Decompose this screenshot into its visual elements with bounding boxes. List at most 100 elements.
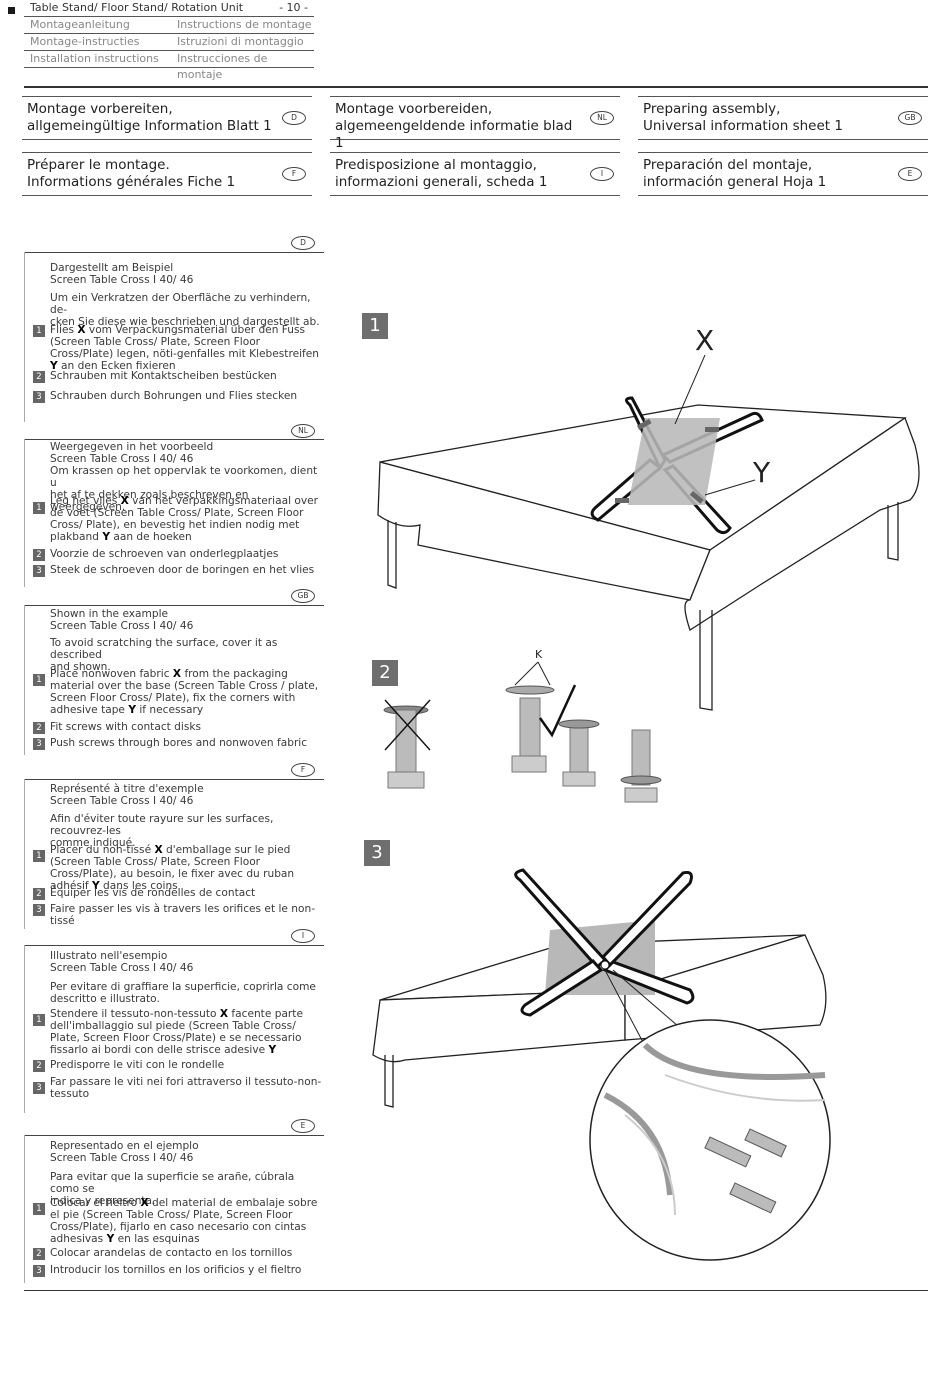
step-text-part: Place nonwoven fabric	[50, 668, 173, 680]
figure-number-3: 3	[364, 840, 390, 866]
step-text: Push screws through bores and nonwoven f…	[50, 737, 308, 749]
title-box-es: Preparación del montaje,información gene…	[638, 152, 928, 196]
intro-text: Screen Table Cross I 40/ 46	[50, 795, 194, 807]
section-side-line	[24, 1135, 25, 1283]
figure-number-1: 1	[362, 313, 388, 339]
intro-text: Screen Table Cross I 40/ 46	[50, 1152, 194, 1164]
page-number: - 10 -	[279, 1, 308, 14]
lang-badge: GB	[291, 589, 315, 603]
intro-text: Afin d'éviter toute rayure sur les surfa…	[50, 813, 274, 837]
label-y-ref: Y	[128, 704, 136, 716]
step-text-part: Flies	[50, 324, 78, 336]
label-y-ref: Y	[268, 1044, 277, 1056]
step-number: 2	[33, 371, 45, 383]
label-x-ref: X	[172, 668, 182, 680]
lang-badge: GB	[898, 111, 922, 125]
title-line: Montage vorbereiten,	[27, 101, 173, 117]
title-box-it: Predisposizione al montaggio,informazion…	[330, 152, 620, 196]
step-number: 2	[33, 888, 45, 900]
label-x-ref: X	[140, 1197, 149, 1209]
step-number: 1	[33, 850, 45, 862]
step-text: Stendere il tessuto-non-tessuto X facent…	[50, 1008, 325, 1056]
label-y: Y	[752, 456, 771, 489]
section-intro-gb: Shown in the example Screen Table Cross …	[50, 608, 325, 673]
header-row: Table Stand/ Floor Stand/ Rotation Unit …	[24, 0, 314, 17]
step-text: Colocar el fieltro X del material de emb…	[50, 1197, 325, 1245]
step-text-part: vom Verpackungsmaterial über den Fuss (S…	[50, 324, 319, 360]
header-lang-label: Montage-instructies	[30, 35, 140, 48]
step-text: Far passare le viti nei fori attraverso …	[50, 1076, 322, 1100]
step-number: 3	[33, 904, 45, 916]
header-lang-label: Istruzioni di montaggio	[177, 35, 304, 48]
lang-badge: F	[291, 763, 315, 777]
step-text-part: Leg het vlies	[50, 495, 121, 507]
section-divider	[24, 779, 324, 780]
section-side-line	[24, 605, 25, 755]
top-rule	[24, 86, 928, 88]
lang-badge: I	[590, 167, 614, 181]
step-text-part: an den Ecken fixieren	[57, 360, 176, 372]
intro-text: Représenté à titre d'exemple	[50, 783, 204, 795]
step-text-part: Stendere il tessuto-non-tessuto	[50, 1008, 220, 1020]
step-text: Fit screws with contact disks	[50, 721, 202, 733]
intro-text: Screen Table Cross I 40/ 46	[50, 453, 194, 465]
title-line: informazioni generali, scheda 1	[335, 174, 548, 190]
section-divider	[24, 252, 324, 253]
intro-text: Screen Table Cross I 40/ 46	[50, 962, 194, 974]
section-divider	[24, 1135, 324, 1136]
intro-text: Representado en el ejemplo	[50, 1140, 199, 1152]
step-text: Schrauben durch Bohrungen und Flies stec…	[50, 390, 298, 402]
intro-text: Shown in the example	[50, 608, 169, 620]
header-lang-label: Instructions de montage	[177, 18, 312, 31]
lang-badge: I	[291, 929, 315, 943]
header-row: Montage-instructies Istruzioni di montag…	[24, 34, 314, 51]
title-line: Informations générales Fiche 1	[27, 174, 236, 190]
step-number: 1	[33, 502, 45, 514]
lang-badge: D	[282, 111, 306, 125]
section-intro-nl: Weergegeven in het voorbeeld Screen Tabl…	[50, 441, 325, 513]
label-k: K	[535, 648, 543, 661]
intro-text: Per evitare di graffiare la superficie, …	[50, 981, 316, 993]
label-x-ref: X	[219, 1008, 229, 1020]
step-text: Place nonwoven fabric X from the packagi…	[50, 668, 325, 716]
step-number: 1	[33, 1203, 45, 1215]
header-square-marker	[8, 7, 15, 14]
step-text-part: facente parte dell'imballaggio sul piede…	[50, 1008, 303, 1056]
section-side-line	[24, 779, 25, 929]
bottom-rule	[24, 1290, 928, 1291]
step-text: Placer du non-tissé X d'emballage sur le…	[50, 844, 325, 892]
label-y-ref: Y	[102, 531, 110, 543]
lang-badge: E	[898, 167, 922, 181]
section-intro-fr: Représenté à titre d'exemple Screen Tabl…	[50, 783, 325, 849]
figure-1-illustration: X Y	[377, 324, 920, 711]
title-box-nl: Montage voorbereiden,algemeengeldende in…	[330, 96, 620, 151]
intro-text: descritto e illustrato.	[50, 993, 160, 1005]
figure-3-illustration	[372, 868, 831, 1261]
label-x-ref: X	[154, 844, 163, 856]
label-x-ref: X	[120, 495, 129, 507]
step-text-part: Placer du non-tissé	[50, 844, 155, 856]
step-text-part: van het verpakkingsmateriaal over de voe…	[50, 495, 319, 543]
title-line: información general Hoja 1	[643, 174, 827, 190]
title-line: Montage voorbereiden,	[335, 101, 493, 117]
intro-text: Screen Table Cross I 40/ 46	[50, 274, 194, 286]
section-intro-it: Illustrato nell'esempio Screen Table Cro…	[50, 950, 325, 1005]
intro-text: Um ein Verkratzen der Oberfläche zu verh…	[50, 292, 311, 316]
step-text-part: del material de embalaje sobre el pie (S…	[50, 1197, 318, 1245]
step-number: 1	[33, 674, 45, 686]
section-divider	[24, 605, 324, 606]
lang-badge: F	[282, 167, 306, 181]
lang-badge: D	[291, 236, 315, 250]
product-title: Table Stand/ Floor Stand/ Rotation Unit	[30, 1, 244, 14]
intro-text: Para evitar que la superficie se arañe, …	[50, 1171, 295, 1195]
step-text: Colocar arandelas de contacto en los tor…	[50, 1247, 293, 1259]
section-divider	[24, 439, 324, 440]
document-header: Table Stand/ Floor Stand/ Rotation Unit …	[24, 0, 314, 81]
section-side-line	[24, 945, 25, 1113]
title-line: Preparación del montaje,	[643, 157, 813, 173]
section-intro-de: Dargestellt am Beispiel Screen Table Cro…	[50, 262, 325, 328]
intro-text: het af te dekken zoals beschreven en wee…	[50, 489, 249, 513]
label-y-ref: Y	[106, 1233, 115, 1245]
header-lang-label: Montageanleitung	[30, 18, 130, 31]
header-row: Installation instructions Instrucciones …	[24, 51, 314, 81]
